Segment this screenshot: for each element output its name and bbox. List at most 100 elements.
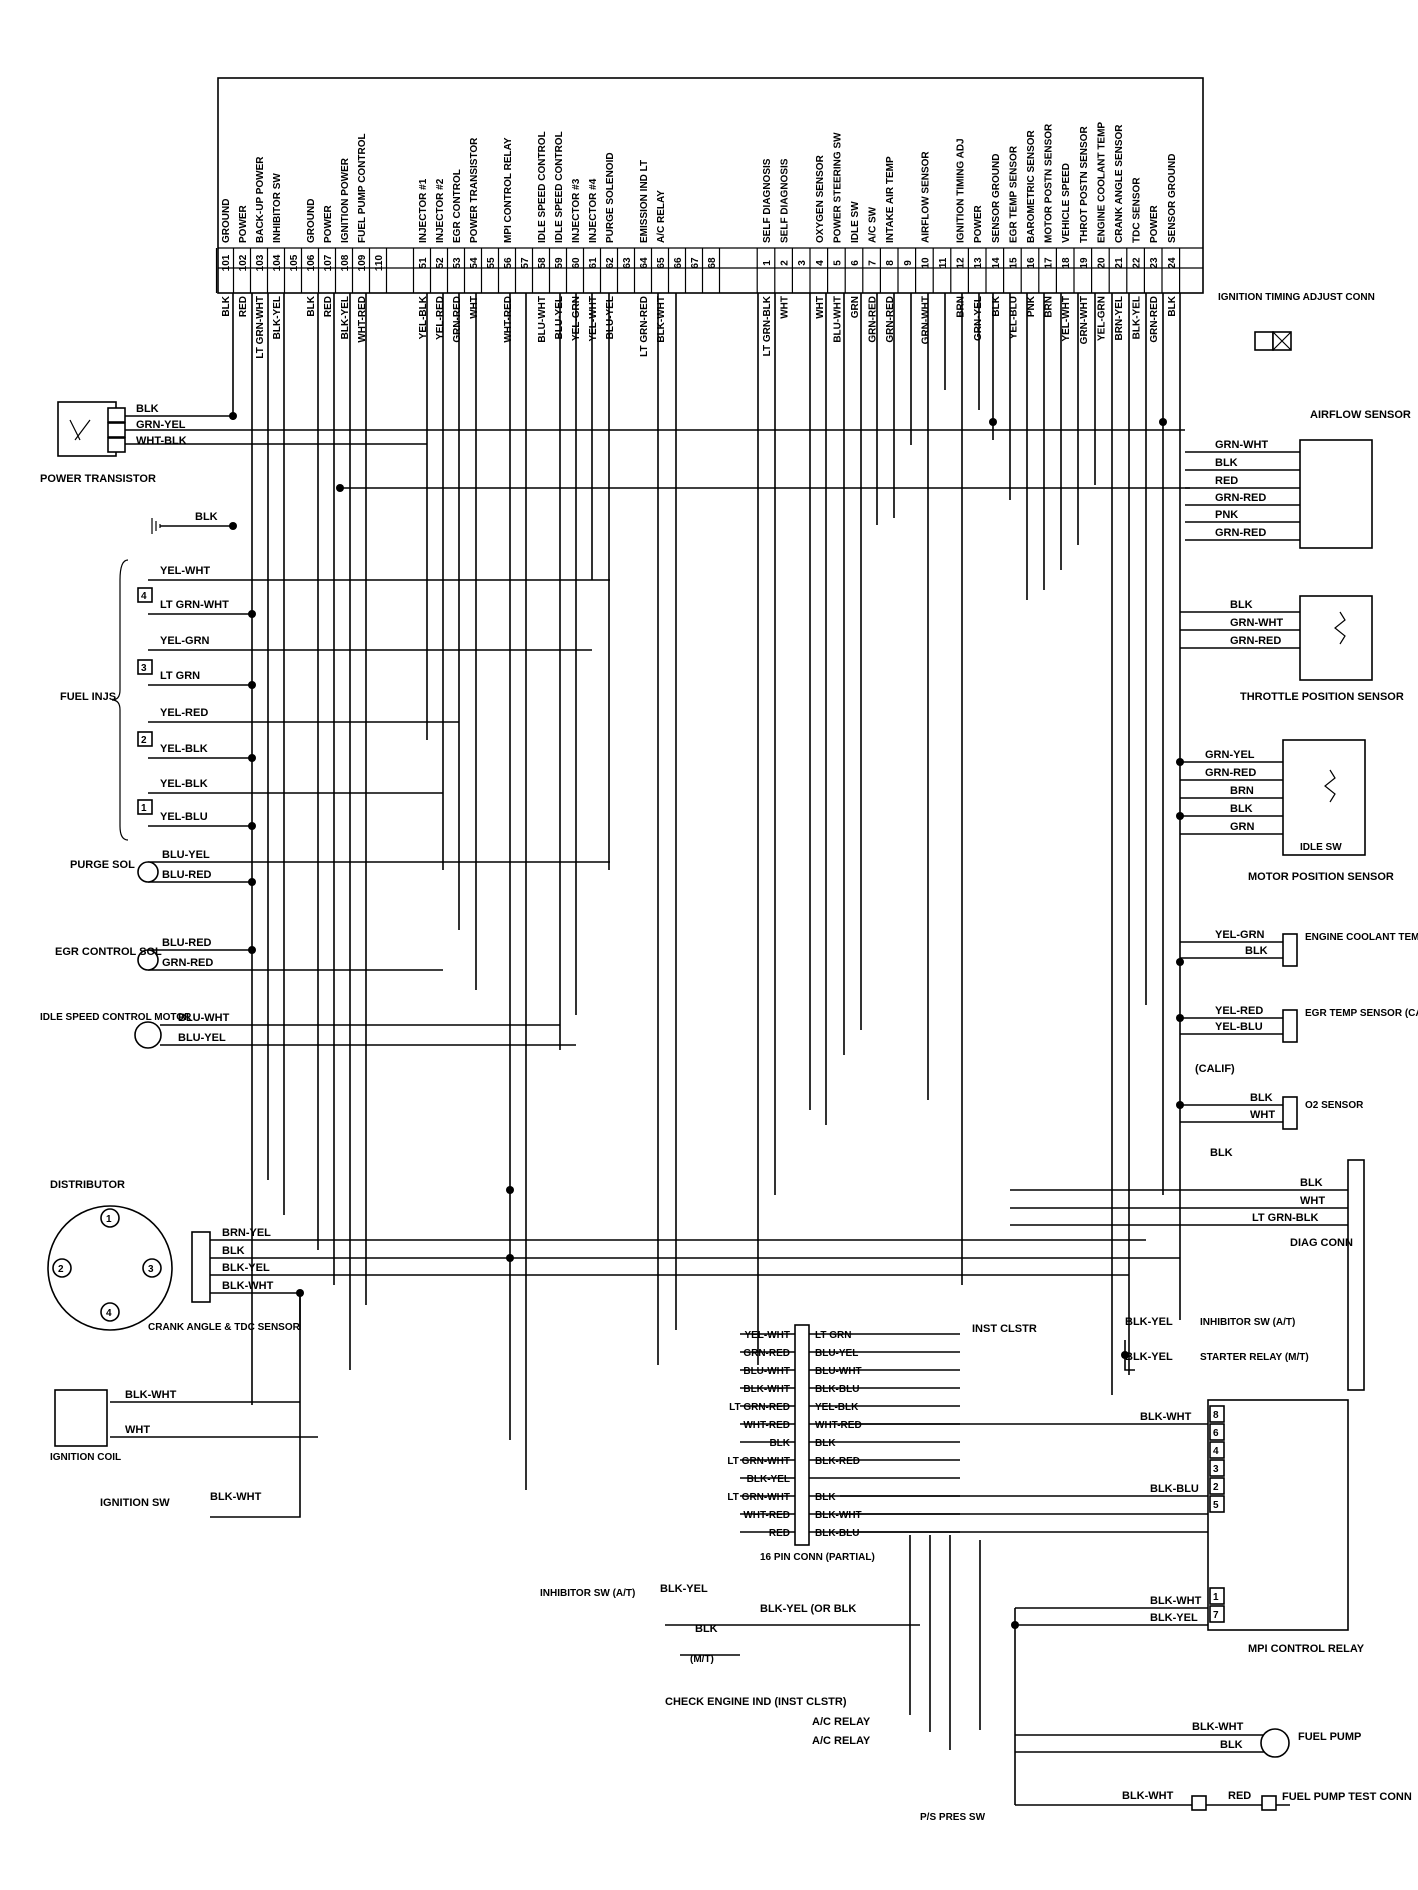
mt-label: (M/T) xyxy=(690,1654,714,1665)
pin-number: 51 xyxy=(418,257,429,269)
pin-wire-color: BLK xyxy=(1167,295,1178,316)
pin-number: 56 xyxy=(503,257,514,269)
pin-function: SELF DIAGNOSIS xyxy=(762,158,773,243)
conn16-left-wire: YEL-WHT xyxy=(744,1330,790,1341)
pin-wire-color: BLU-WHT xyxy=(537,296,548,343)
pin-wire-color: WHT-RED xyxy=(503,296,514,343)
inj-num-4: 4 xyxy=(141,591,147,602)
conn16-left-wire: LT GRN-RED xyxy=(729,1402,790,1413)
pin-wire-color: LT GRN-BLK xyxy=(762,295,773,356)
pin-wire-color: PNK xyxy=(1026,295,1037,317)
pin-function: A/C SW xyxy=(868,206,879,243)
o2-wire-1: BLK xyxy=(1250,1092,1273,1104)
mps-wire-2: GRN-RED xyxy=(1205,767,1256,779)
pin-wire-color: GRN-RED xyxy=(452,296,463,343)
ect-wire-2: BLK xyxy=(1245,945,1268,957)
inj-num-1: 1 xyxy=(141,803,147,814)
pin-number: 21 xyxy=(1114,257,1125,269)
pin-function: INJECTOR #1 xyxy=(418,178,429,243)
ps-pres-sw-label: P/S PRES SW xyxy=(920,1812,986,1823)
pin-number: 105 xyxy=(289,254,300,271)
inhib-wire-1: BLK-YEL xyxy=(1125,1316,1173,1328)
power-transistor: BLK GRN-YEL WHT-BLK POWER TRANSISTOR xyxy=(40,401,187,485)
pin-number: 9 xyxy=(903,260,914,266)
pin-wire-color: GRN xyxy=(850,296,861,318)
conn16-right-wire: LT GRN xyxy=(815,1330,851,1341)
conn16-left-wire: BLU-WHT xyxy=(743,1366,790,1377)
pin-wire-color: YEL-WHT xyxy=(588,296,599,342)
pin-wire-color: LT GRN-RED xyxy=(639,296,650,357)
pin-function: POWER xyxy=(973,204,984,243)
conn16-left-wire: WHT-RED xyxy=(743,1420,790,1431)
egr-wire-a: BLU-RED xyxy=(162,937,212,949)
pin-number: 54 xyxy=(469,257,480,269)
ect-wire-1: YEL-GRN xyxy=(1215,929,1265,941)
conn16-right-wire: BLK-BLU xyxy=(815,1384,859,1395)
pin-function: EMISSION IND LT xyxy=(639,160,650,243)
fpt-label: FUEL PUMP TEST CONN xyxy=(1282,1791,1412,1803)
o2-label: O2 SENSOR xyxy=(1305,1100,1364,1111)
pin-function: INJECTOR #4 xyxy=(588,178,599,243)
pin-function: THROT POSTN SENSOR xyxy=(1079,126,1090,243)
pin-function: POWER xyxy=(238,204,249,243)
pin-function: INJECTOR #3 xyxy=(571,178,582,243)
pin-wire-color: YEL-BLK xyxy=(418,295,429,339)
ign-sw-wire: BLK-WHT xyxy=(210,1491,262,1503)
egrt-label: EGR TEMP SENSOR (CALIF) xyxy=(1305,1008,1418,1019)
afs-wire-4: GRN-RED xyxy=(1215,492,1266,504)
pin-number: 8 xyxy=(885,260,896,266)
pin-number: 3 xyxy=(797,260,808,266)
pin-function: IDLE SW xyxy=(850,201,861,243)
ignition-timing-adjust-conn: IGNITION TIMING ADJUST CONN xyxy=(1218,292,1375,351)
pin-number: 106 xyxy=(306,254,317,271)
pin-number: 60 xyxy=(571,257,582,269)
mps-wire-4: BLK xyxy=(1230,803,1253,815)
relay-pin-number: 1 xyxy=(1213,1592,1219,1603)
conn16-left-wire: BLK xyxy=(769,1438,790,1449)
relay-pin-number: 4 xyxy=(1213,1446,1219,1457)
pin-function: MPI CONTROL RELAY xyxy=(503,137,514,243)
conn16-right-wire: BLK-BLU xyxy=(815,1528,859,1539)
dist-wire-1: BRN-YEL xyxy=(222,1227,271,1239)
pin-number: 13 xyxy=(973,257,984,269)
pin-function: INJECTOR #2 xyxy=(435,178,446,243)
inj4-wire-a: YEL-WHT xyxy=(160,565,210,577)
pin-number: 2 xyxy=(780,260,791,266)
pin-function: IGNITION POWER xyxy=(340,157,351,243)
ground-blk: BLK xyxy=(151,511,218,534)
pin-number: 104 xyxy=(272,254,283,271)
pin-wire-color: BLK-YEL xyxy=(340,296,351,339)
pin-function: BACK-UP POWER xyxy=(255,156,266,243)
pin-function: IGNITION TIMING ADJ xyxy=(956,138,967,243)
left-inhib-wire-3: BLK xyxy=(695,1623,718,1635)
conn16-left-wire: LT GRN-WHT xyxy=(727,1492,790,1503)
pin-number: 58 xyxy=(537,257,548,269)
isc-wire-a: BLU-WHT xyxy=(178,1012,230,1024)
pin-wire-color: BLK xyxy=(306,295,317,316)
pin-number: 52 xyxy=(435,257,446,269)
pin-wire-color: BRN xyxy=(1044,296,1055,318)
mpi-relay-label: MPI CONTROL RELAY xyxy=(1248,1643,1365,1655)
inhib-wire-2: BLK-YEL xyxy=(1125,1351,1173,1363)
pin-number: 102 xyxy=(238,254,249,271)
conn16-left-wire: BLK-YEL xyxy=(747,1474,790,1485)
relay-wire-3: BLK-WHT xyxy=(1150,1595,1202,1607)
egr-control-sol: EGR CONTROL SOL BLU-RED GRN-RED xyxy=(55,937,213,971)
pin-wire-color: YEL-WHT xyxy=(1061,296,1072,342)
pin-function: MOTOR POSTN SENSOR xyxy=(1044,123,1055,243)
pin-function: EGR CONTROL xyxy=(452,169,463,243)
pin-number: 107 xyxy=(323,254,334,271)
relay-pin-number: 8 xyxy=(1213,1410,1219,1421)
inj-num-2: 2 xyxy=(141,735,147,746)
pin-wire-color: GRN-WHT xyxy=(1079,296,1090,344)
egr-sol-label: EGR CONTROL SOL xyxy=(55,946,162,958)
power-transistor-label: POWER TRANSISTOR xyxy=(40,473,156,485)
purge-wire-b: BLU-RED xyxy=(162,869,212,881)
pin-number: 108 xyxy=(340,254,351,271)
pin-wire-color: BLU-YEL xyxy=(605,296,616,339)
pin-function: A/C RELAY xyxy=(656,190,667,243)
relay-pin-number: 3 xyxy=(1213,1464,1219,1475)
pin-number: 10 xyxy=(920,257,931,269)
egrt-wire-2: YEL-BLU xyxy=(1215,1021,1263,1033)
